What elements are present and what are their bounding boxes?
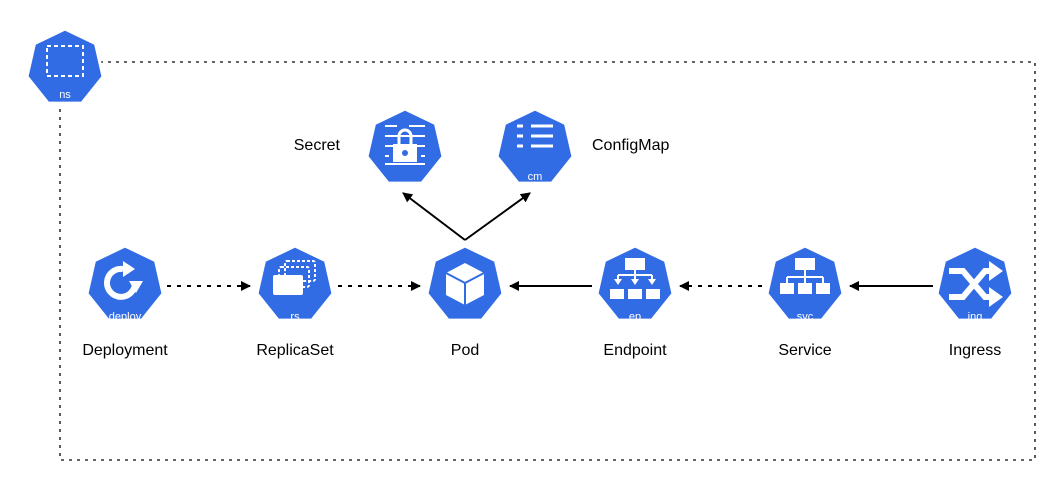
ingress-icon: [949, 261, 1003, 307]
namespace-node[interactable]: ns: [25, 27, 105, 105]
pod-node[interactable]: [425, 244, 505, 322]
replicaset-label: ReplicaSet: [256, 342, 334, 359]
deployment-short-label: deploy: [109, 311, 142, 323]
configmap-node[interactable]: cm: [495, 107, 575, 185]
ingress-short-label: ing: [968, 311, 983, 323]
endpoint-label: Endpoint: [603, 342, 667, 359]
replicaset-node[interactable]: rs: [255, 244, 335, 323]
configmap-short-label: cm: [528, 171, 543, 183]
edge-pod-configmap: [464, 192, 531, 241]
namespace-icon: [46, 45, 84, 77]
endpoint-node[interactable]: ep: [595, 244, 675, 323]
pod-icon: [445, 263, 485, 305]
service-node[interactable]: svc: [765, 244, 845, 323]
pod-label: Pod: [451, 342, 479, 359]
deployment-icon: [104, 261, 143, 300]
service-icon: [780, 258, 830, 294]
namespace-short-label: ns: [59, 89, 71, 101]
deployment-label: Deployment: [82, 342, 168, 359]
edge-pod-secret: [402, 192, 466, 241]
secret-label: Secret: [294, 137, 341, 154]
ingress-node[interactable]: ing: [935, 244, 1015, 323]
endpoint-short-label: ep: [629, 311, 641, 323]
configmap-label: ConfigMap: [592, 137, 669, 154]
secret-node[interactable]: [365, 107, 445, 185]
configmap-icon: [517, 124, 553, 148]
edges: [167, 192, 933, 291]
replicaset-short-label: rs: [290, 311, 300, 323]
service-label: Service: [778, 342, 831, 359]
replicaset-icon: [273, 260, 316, 295]
secret-icon: [385, 125, 425, 165]
namespace-boundary: [59, 61, 1036, 461]
service-short-label: svc: [797, 311, 814, 323]
ingress-label: Ingress: [949, 342, 1001, 359]
deployment-node[interactable]: deploy: [85, 244, 165, 323]
endpoint-icon: [610, 258, 660, 299]
